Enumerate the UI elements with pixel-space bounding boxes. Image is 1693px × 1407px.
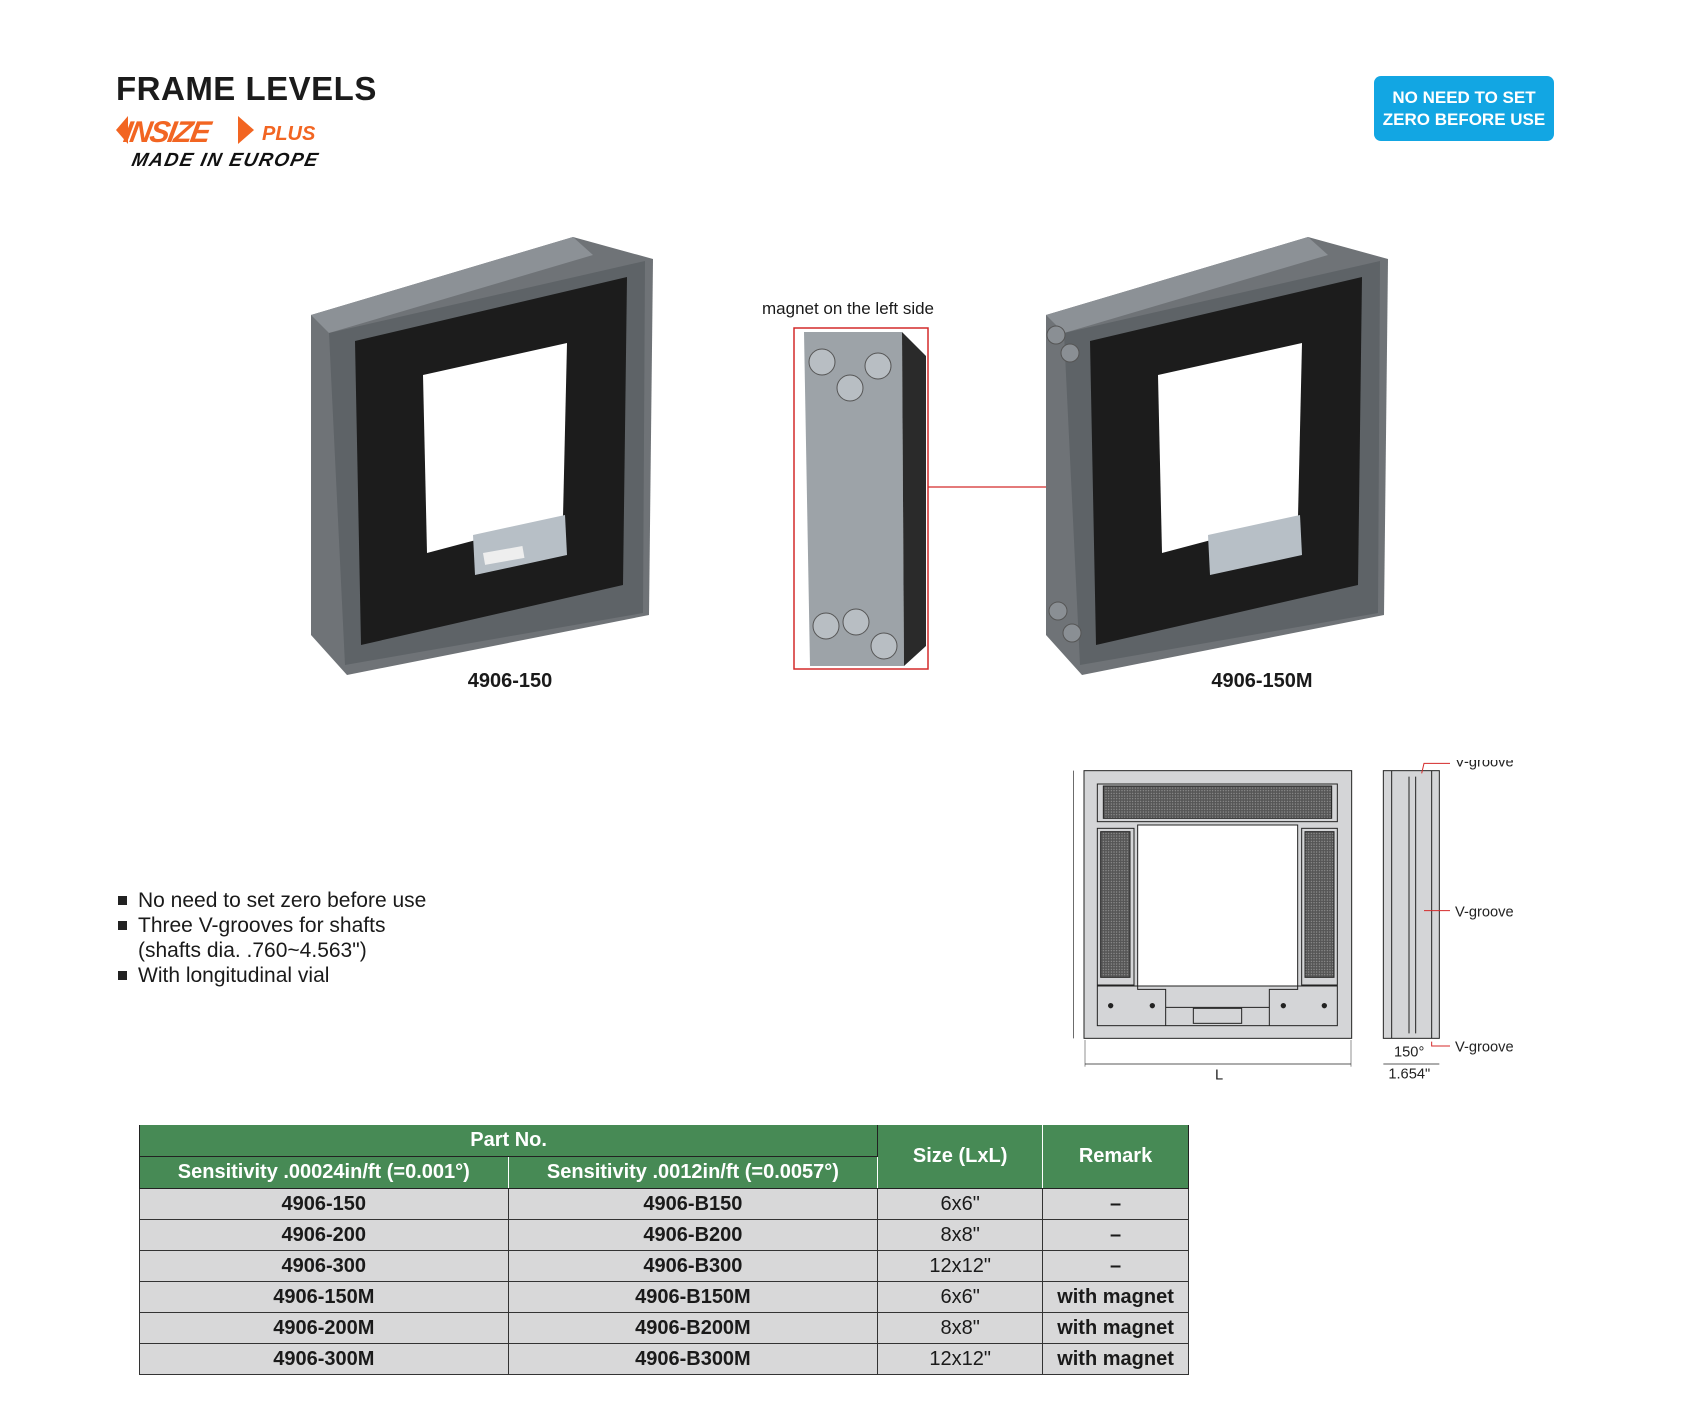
- no-zero-badge: NO NEED TO SET ZERO BEFORE USE: [1374, 76, 1554, 141]
- feature-item: With longitudinal vial: [116, 963, 426, 988]
- part-no-cell: 4906-300M: [139, 1343, 509, 1375]
- feature-list: No need to set zero before use Three V-g…: [116, 888, 426, 988]
- part-no-b-cell: 4906-B300: [507, 1250, 879, 1282]
- part-no-cell: 4906-300: [139, 1250, 509, 1282]
- sensitivity-1-header: Sensitivity .00024in/ft (=0.001°): [139, 1156, 509, 1189]
- part-no-cell: 4906-200: [139, 1219, 509, 1251]
- size-cell: 8x8": [877, 1219, 1044, 1251]
- remark-cell: –: [1042, 1250, 1189, 1282]
- size-cell: 8x8": [877, 1312, 1044, 1344]
- sensitivity-2-header: Sensitivity .0012in/ft (=0.0057°): [507, 1156, 879, 1189]
- remark-cell: –: [1042, 1219, 1189, 1251]
- spec-table: Part No. Size (LxL) Remark Sensitivity .…: [138, 1125, 1189, 1375]
- remark-cell: with magnet: [1042, 1281, 1189, 1313]
- v-groove-label-bottom: V-groove: [1455, 1040, 1514, 1056]
- dim-height-label: L: [1070, 899, 1074, 907]
- size-cell: 12x12": [877, 1250, 1044, 1282]
- remark-cell: with magnet: [1042, 1312, 1189, 1344]
- feature-item: Three V-grooves for shafts: [116, 913, 426, 938]
- magnet-caption: magnet on the left side: [762, 299, 935, 318]
- svg-text:INSIZE: INSIZE: [121, 116, 214, 149]
- remark-cell: –: [1042, 1188, 1189, 1220]
- size-cell: 12x12": [877, 1343, 1044, 1375]
- size-header: Size (LxL): [877, 1125, 1044, 1189]
- remark-cell: with magnet: [1042, 1343, 1189, 1375]
- feature-text: Three V-grooves for shafts: [138, 914, 386, 937]
- frame-level-photo: [311, 237, 653, 675]
- page-title: FRAME LEVELS: [116, 70, 377, 107]
- v-groove-label-top: V-groove: [1455, 760, 1514, 771]
- part-no-cell: 4906-150M: [139, 1281, 509, 1313]
- size-cell: 6x6": [877, 1188, 1044, 1220]
- bullet-square-icon: [118, 971, 127, 980]
- part-no-b-cell: 4906-B150M: [507, 1281, 879, 1313]
- part-no-cell: 4906-200M: [139, 1312, 509, 1344]
- part-no-b-cell: 4906-B200M: [507, 1312, 879, 1344]
- angle-label: 150°: [1394, 1045, 1424, 1061]
- remark-header: Remark: [1042, 1125, 1189, 1189]
- v-groove-label-mid: V-groove: [1455, 905, 1514, 921]
- insize-plus-logo: INSIZE PLUS: [116, 116, 316, 149]
- magnet-side-closeup: [793, 327, 929, 670]
- feature-item-continued: (shafts dia. .760~4.563"): [116, 938, 426, 963]
- feature-text: No need to set zero before use: [138, 889, 427, 912]
- part-no-header: Part No.: [138, 1125, 879, 1157]
- dim-width-label: L: [1215, 1067, 1223, 1083]
- technical-drawing: L L V-groove V-groove V-groove 150° 1.65…: [1070, 760, 1514, 1083]
- thickness-label: 1.654": [1388, 1066, 1430, 1082]
- product-label: 4906-150M: [1211, 670, 1313, 692]
- size-cell: 6x6": [877, 1281, 1044, 1313]
- badge-line-2: ZERO BEFORE USE: [1382, 109, 1546, 129]
- bullet-square-icon: [118, 896, 127, 905]
- badge-line-1: NO NEED TO SET: [1392, 87, 1536, 107]
- feature-text: (shafts dia. .760~4.563"): [138, 939, 367, 962]
- svg-text:PLUS: PLUS: [262, 123, 316, 145]
- frame-level-magnet-photo: [1046, 237, 1388, 675]
- feature-text: With longitudinal vial: [138, 964, 330, 987]
- part-no-b-cell: 4906-B150: [507, 1188, 879, 1220]
- part-no-b-cell: 4906-B200: [507, 1219, 879, 1251]
- bullet-square-icon: [118, 921, 127, 930]
- product-label: 4906-150: [467, 670, 553, 692]
- part-no-b-cell: 4906-B300M: [507, 1343, 879, 1375]
- part-no-cell: 4906-150: [139, 1188, 509, 1220]
- feature-item: No need to set zero before use: [116, 888, 426, 913]
- made-in-europe: MADE IN EUROPE: [129, 150, 322, 171]
